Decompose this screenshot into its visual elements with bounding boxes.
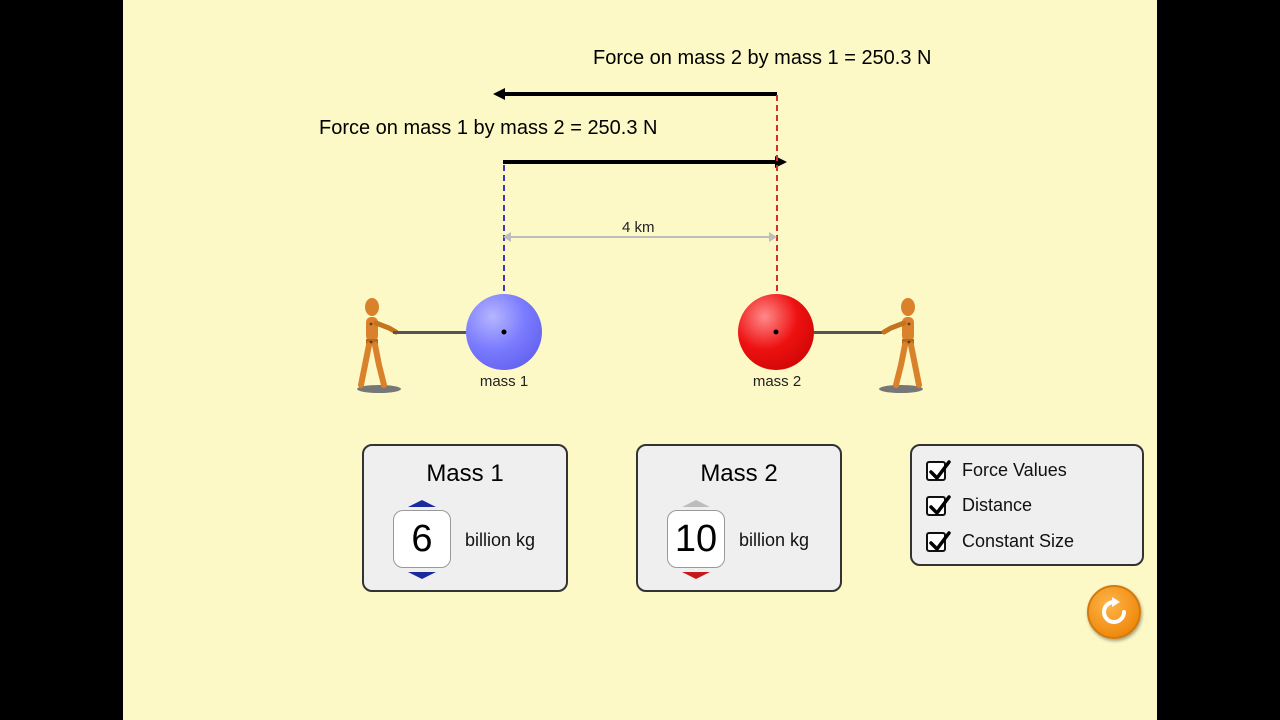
mass1-panel-title: Mass 1 <box>426 460 504 487</box>
distance-label: 4 km <box>622 219 655 236</box>
mass2-value-spinner[interactable]: 10 <box>667 510 725 568</box>
right-rope <box>814 331 886 334</box>
force-values-option[interactable]: Force Values <box>926 459 1067 481</box>
left-puller-figure-icon <box>351 295 411 400</box>
mass2-panel-title: Mass 2 <box>700 460 778 487</box>
mass1-ball[interactable] <box>466 294 542 370</box>
mass1-increment-button[interactable] <box>408 500 436 507</box>
mass2-decrement-button[interactable] <box>682 572 710 579</box>
mass2-control-panel: Mass 2 10 billion kg <box>636 444 842 592</box>
mass1-control-panel: Mass 1 6 billion kg <box>362 444 568 592</box>
reset-icon <box>1102 597 1126 624</box>
constant-size-option[interactable]: Constant Size <box>926 530 1075 552</box>
mass1-decrement-button[interactable] <box>408 572 436 579</box>
reset-button[interactable] <box>1087 585 1141 639</box>
right-puller-figure-icon <box>875 295 935 400</box>
distance-option[interactable]: Distance <box>926 494 1033 516</box>
mass2-label: mass 2 <box>752 373 802 390</box>
check-icon[interactable] <box>926 459 951 481</box>
force-on-mass1-label: Force on mass 1 by mass 2 = 250.3 N <box>319 117 658 139</box>
left-rope <box>393 331 467 334</box>
force-on-mass2-label: Force on mass 2 by mass 1 = 250.3 N <box>593 47 932 69</box>
force-values-label: Force Values <box>962 460 1067 480</box>
constant-size-label: Constant Size <box>962 531 1075 551</box>
mass1-value-spinner[interactable]: 6 <box>393 510 451 568</box>
mass2-ball[interactable] <box>738 294 814 370</box>
simulation-stage: Force on mass 2 by mass 1 = 250.3 N Forc… <box>123 0 1157 720</box>
mass2-dashed-line <box>776 95 778 331</box>
mass2-unit-label: billion kg <box>739 530 810 550</box>
mass1-dashed-line <box>503 165 505 331</box>
mass2-increment-button[interactable] <box>682 500 710 507</box>
distance-option-label: Distance <box>962 495 1033 515</box>
options-panel: Force Values Distance Constant Size <box>910 444 1144 566</box>
mass1-label: mass 1 <box>479 373 529 390</box>
check-icon[interactable] <box>926 530 951 552</box>
check-icon[interactable] <box>926 494 951 516</box>
mass1-unit-label: billion kg <box>465 530 536 550</box>
